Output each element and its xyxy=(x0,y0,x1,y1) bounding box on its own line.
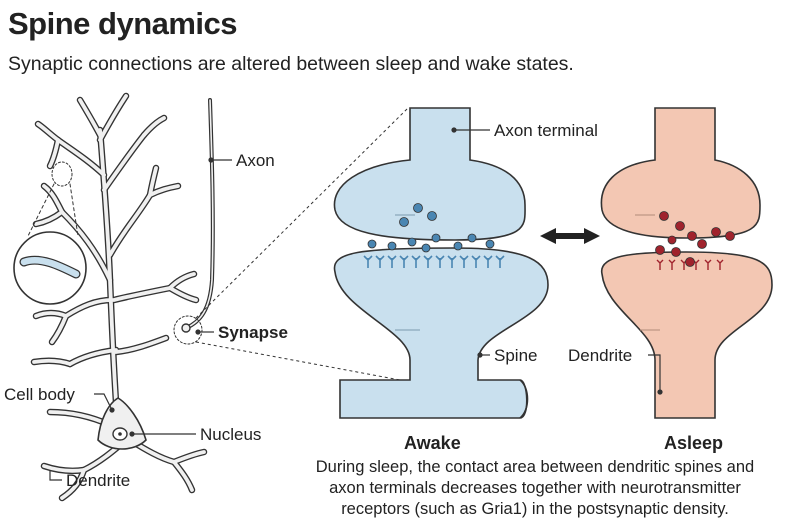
label-cell-body: Cell body xyxy=(4,385,75,404)
label-nucleus: Nucleus xyxy=(200,425,261,444)
caption: During sleep, the contact area between d… xyxy=(315,458,755,518)
page-subtitle: Synaptic connections are altered between… xyxy=(8,53,574,75)
asleep-neurotransmitters xyxy=(655,211,735,267)
dendrite-inset-icon xyxy=(13,231,87,305)
double-arrow-icon xyxy=(540,228,600,244)
awake-receptors xyxy=(363,255,505,268)
awake-synapse xyxy=(333,107,549,419)
asleep-synapse xyxy=(600,107,773,419)
axon xyxy=(184,98,215,330)
label-spine: Spine xyxy=(494,346,537,365)
label-axon: Axon xyxy=(236,151,275,170)
cell-body xyxy=(97,397,147,450)
label-synapse: Synapse xyxy=(218,323,288,342)
label-dendrite-right: Dendrite xyxy=(568,346,632,365)
asleep-receptors xyxy=(656,259,724,270)
label-asleep: Asleep xyxy=(664,433,723,453)
label-axon-terminal: Axon terminal xyxy=(494,121,598,140)
label-dendrite-left: Dendrite xyxy=(66,471,130,490)
neuron-illustration xyxy=(13,92,215,502)
page-title: Spine dynamics xyxy=(8,6,238,41)
awake-neurotransmitters xyxy=(367,203,495,253)
label-awake: Awake xyxy=(404,433,461,453)
